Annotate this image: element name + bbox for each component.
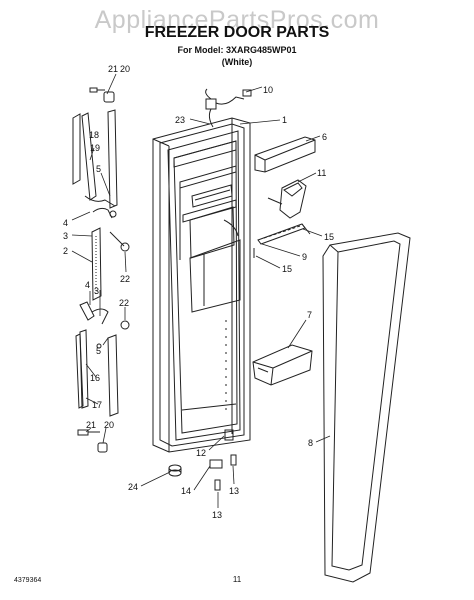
callout-13-b: 13 bbox=[212, 510, 222, 520]
callout-13-a: 13 bbox=[229, 486, 239, 496]
door-assembly bbox=[152, 117, 251, 453]
dispenser-trim bbox=[249, 223, 311, 258]
callout-labels: 21 20 10 23 1 6 18 19 5 11 4 3 15 2 9 22… bbox=[63, 64, 334, 520]
callout-10: 10 bbox=[263, 85, 273, 95]
callout-22-top: 22 bbox=[120, 274, 130, 284]
callout-20-bottom: 20 bbox=[104, 420, 114, 430]
callout-3-top: 3 bbox=[63, 231, 68, 241]
callout-3-mid: 3 bbox=[94, 286, 99, 296]
callout-22-mid: 22 bbox=[119, 298, 129, 308]
callout-17: 17 bbox=[92, 400, 102, 410]
bottom-small-parts bbox=[168, 429, 237, 491]
callout-18: 18 bbox=[89, 130, 99, 140]
wire-harness bbox=[205, 88, 252, 128]
page-number: 11 bbox=[232, 575, 242, 584]
callout-14: 14 bbox=[181, 486, 191, 496]
door-gasket bbox=[322, 232, 411, 583]
callout-21-bottom: 21 bbox=[86, 420, 96, 430]
callout-15-b: 15 bbox=[282, 264, 292, 274]
page-title: FREEZER DOOR PARTS bbox=[144, 24, 330, 41]
document-number: 4379364 bbox=[14, 577, 42, 584]
ice-chute bbox=[267, 179, 307, 219]
bottom-screw-set bbox=[77, 429, 108, 453]
callout-4-mid: 4 bbox=[85, 280, 90, 290]
callout-2: 2 bbox=[63, 246, 68, 256]
callout-6: 6 bbox=[322, 132, 327, 142]
door-shelf bbox=[254, 136, 316, 173]
callout-12: 12 bbox=[196, 448, 206, 458]
callout-1: 1 bbox=[282, 115, 287, 125]
leader-lines bbox=[71, 73, 331, 508]
model-line: For Model: 3XARG485WP01 bbox=[177, 45, 297, 55]
callout-15-a: 15 bbox=[324, 232, 334, 242]
callout-20-top: 20 bbox=[120, 64, 130, 74]
callout-4-top: 4 bbox=[63, 218, 68, 228]
upper-hinge-assembly bbox=[72, 109, 130, 301]
callout-24: 24 bbox=[128, 482, 138, 492]
color-line: (White) bbox=[221, 57, 253, 67]
callout-5-top: 5 bbox=[96, 164, 101, 174]
callout-23: 23 bbox=[175, 115, 185, 125]
callout-9: 9 bbox=[302, 252, 307, 262]
callout-5-mid: 5 bbox=[96, 346, 101, 356]
callout-7: 7 bbox=[307, 310, 312, 320]
lower-hinge-assembly bbox=[75, 301, 130, 417]
watermark: AppliancePartsPros.com bbox=[94, 6, 380, 34]
callout-19: 19 bbox=[90, 143, 100, 153]
door-bin bbox=[252, 344, 313, 386]
top-screw-set bbox=[89, 87, 115, 103]
callout-11: 11 bbox=[317, 168, 326, 178]
callout-8: 8 bbox=[308, 438, 313, 448]
callout-16: 16 bbox=[90, 373, 100, 383]
callout-21-top: 21 bbox=[108, 64, 118, 74]
